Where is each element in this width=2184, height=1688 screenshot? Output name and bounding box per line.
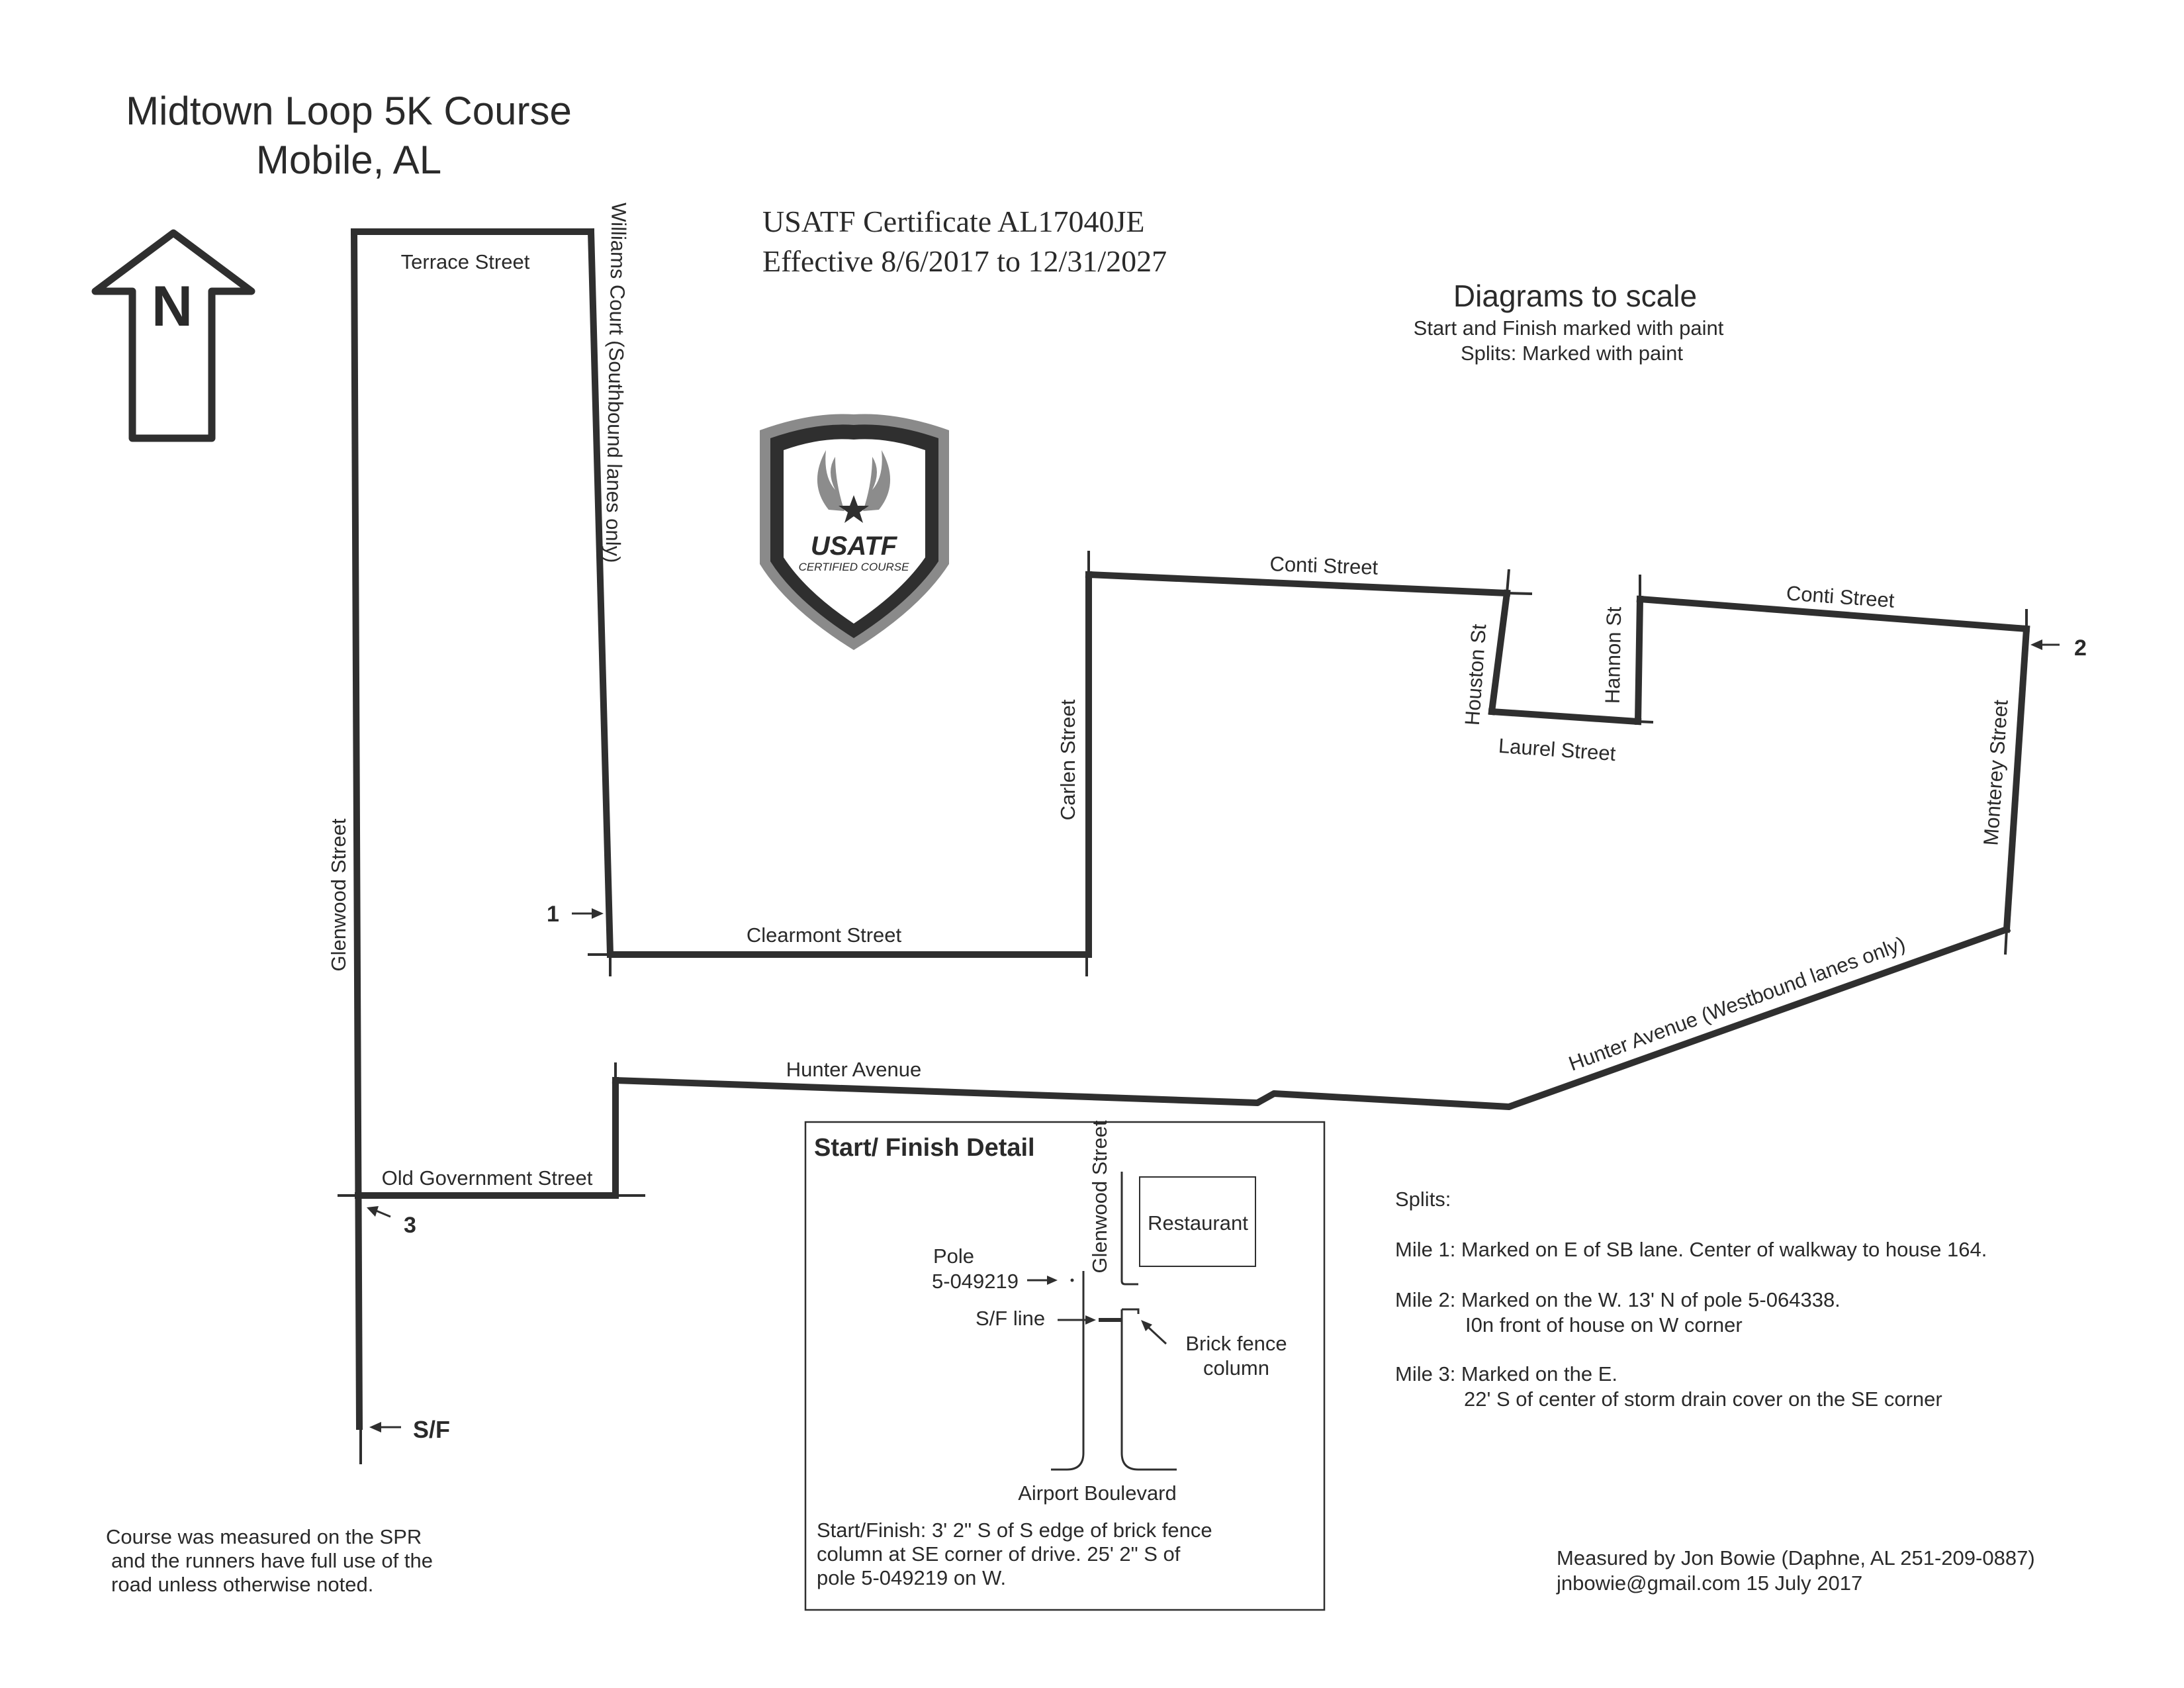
label-hunter-avenue: Hunter Avenue: [786, 1058, 922, 1081]
restaurant-label: Restaurant: [1148, 1211, 1248, 1235]
williams-court-road: [587, 228, 614, 959]
footer-right-1: Measured by Jon Bowie (Daphne, AL 251-20…: [1557, 1546, 2035, 1570]
sf-line-label: S/F line: [976, 1307, 1045, 1330]
splits-heading: Splits:: [1395, 1188, 1451, 1211]
houston-street-road: [1488, 589, 1511, 716]
airport-boulevard-label: Airport Boulevard: [1018, 1481, 1177, 1505]
detail-description-1: Start/Finish: 3' 2" S of S edge of brick…: [817, 1519, 1212, 1542]
start-finish-detail: Start/ Finish Detail Glenwood Street Res…: [804, 1120, 1326, 1611]
footer-left-3: road unless otherwise noted.: [111, 1573, 373, 1596]
label-monterey-street: Monterey Street: [1979, 699, 2012, 847]
detail-glenwood-label: Glenwood Street: [1088, 1120, 1111, 1273]
houston-tick: [1506, 569, 1510, 594]
map-subtitle: Mobile, AL: [256, 138, 441, 182]
logo-subtext: CERTIFIED COURSE: [799, 561, 910, 573]
split-mile-3-line-1: Mile 3: Marked on the E.: [1395, 1362, 1617, 1385]
map-title: Midtown Loop 5K Course: [126, 89, 572, 133]
scale-note-splits: Splits: Marked with paint: [1461, 342, 1683, 365]
footer-left-1: Course was measured on the SPR: [106, 1525, 422, 1548]
label-terrace-street: Terrace Street: [401, 250, 530, 273]
start-finish-marker: S/F: [369, 1416, 450, 1443]
label-williams-court: Williams Court (Southbound lanes only): [601, 203, 630, 563]
split-mile-3-line-2: 22' S of center of storm drain cover on …: [1464, 1387, 1942, 1411]
label-houston-st: Houston St: [1461, 623, 1491, 726]
label-hannon-st: Hannon St: [1601, 606, 1626, 704]
detail-description-2: column at SE corner of drive. 25' 2" S o…: [817, 1542, 1181, 1566]
certificate-number: USATF Certificate AL17040JE: [762, 205, 1145, 238]
mile-1-marker: 1: [547, 902, 604, 927]
logo-text: USATF: [811, 532, 898, 561]
split-mile-2-line-1: Mile 2: Marked on the W. 13' N of pole 5…: [1395, 1288, 1841, 1311]
label-hunter-avenue-westbound: Hunter Avenue (Westbound lanes only): [1566, 932, 1909, 1076]
glenwood-street-road: [350, 228, 363, 1430]
mile-3-marker: 3: [367, 1206, 416, 1238]
label-glenwood-street: Glenwood Street: [327, 818, 350, 971]
label-conti-street-west: Conti Street: [1269, 552, 1379, 579]
monterey-tick: [2004, 929, 2008, 955]
pole-dot: [1070, 1278, 1074, 1282]
hannon-street-road: [1634, 595, 1644, 726]
footer-left-2: and the runners have full use of the: [111, 1549, 433, 1572]
north-letter: N: [152, 275, 193, 338]
pole-label-2: 5-049219: [932, 1270, 1019, 1293]
laurel-street-road: [1488, 708, 1642, 726]
scale-note-start-finish: Start and Finish marked with paint: [1414, 316, 1724, 340]
split-mile-1: Mile 1: Marked on E of SB lane. Center o…: [1395, 1238, 1987, 1261]
detail-frame: [804, 1121, 1326, 1611]
monterey-street-road: [2003, 625, 2030, 933]
mile-2-marker: 2: [2030, 635, 2087, 661]
north-arrow-icon: N: [91, 229, 255, 442]
brick-fence-label-1: Brick fence: [1185, 1332, 1287, 1355]
scale-heading: Diagrams to scale: [1453, 279, 1697, 313]
conti-west-tick: [1506, 592, 1533, 595]
start-finish-label: S/F: [413, 1416, 450, 1443]
conti-street-east-road: [1636, 595, 2030, 633]
mile-3-label: 3: [404, 1213, 416, 1238]
usatf-certified-course-logo: USATF CERTIFIED COURSE: [760, 414, 949, 650]
footer-right-2: jnbowie@gmail.com 15 July 2017: [1556, 1571, 1862, 1595]
label-laurel-street: Laurel Street: [1498, 734, 1617, 765]
pole-label-1: Pole: [933, 1244, 974, 1268]
certificate-dates: Effective 8/6/2017 to 12/31/2027: [762, 244, 1167, 278]
conti-street-west-road: [1085, 571, 1511, 597]
detail-heading: Start/ Finish Detail: [814, 1134, 1035, 1162]
mile-2-label: 2: [2074, 635, 2087, 661]
split-mile-2-line-2: I0n front of house on W corner: [1465, 1313, 1743, 1336]
course-route: [338, 228, 2030, 1464]
label-clearmont-street: Clearmont Street: [747, 923, 902, 947]
splits-notes: Splits: Mile 1: Marked on E of SB lane. …: [1395, 1188, 1987, 1411]
label-old-government-street: Old Government Street: [382, 1166, 593, 1190]
hunter-avenue-road: [612, 925, 2011, 1110]
brick-fence-label-2: column: [1203, 1356, 1269, 1380]
restaurant-building: [1139, 1176, 1256, 1267]
label-carlen-street: Carlen Street: [1056, 699, 1079, 820]
mile-1-label: 1: [547, 902, 559, 927]
detail-description-3: pole 5-049219 on W.: [817, 1566, 1006, 1589]
label-conti-street-east: Conti Street: [1786, 581, 1895, 612]
